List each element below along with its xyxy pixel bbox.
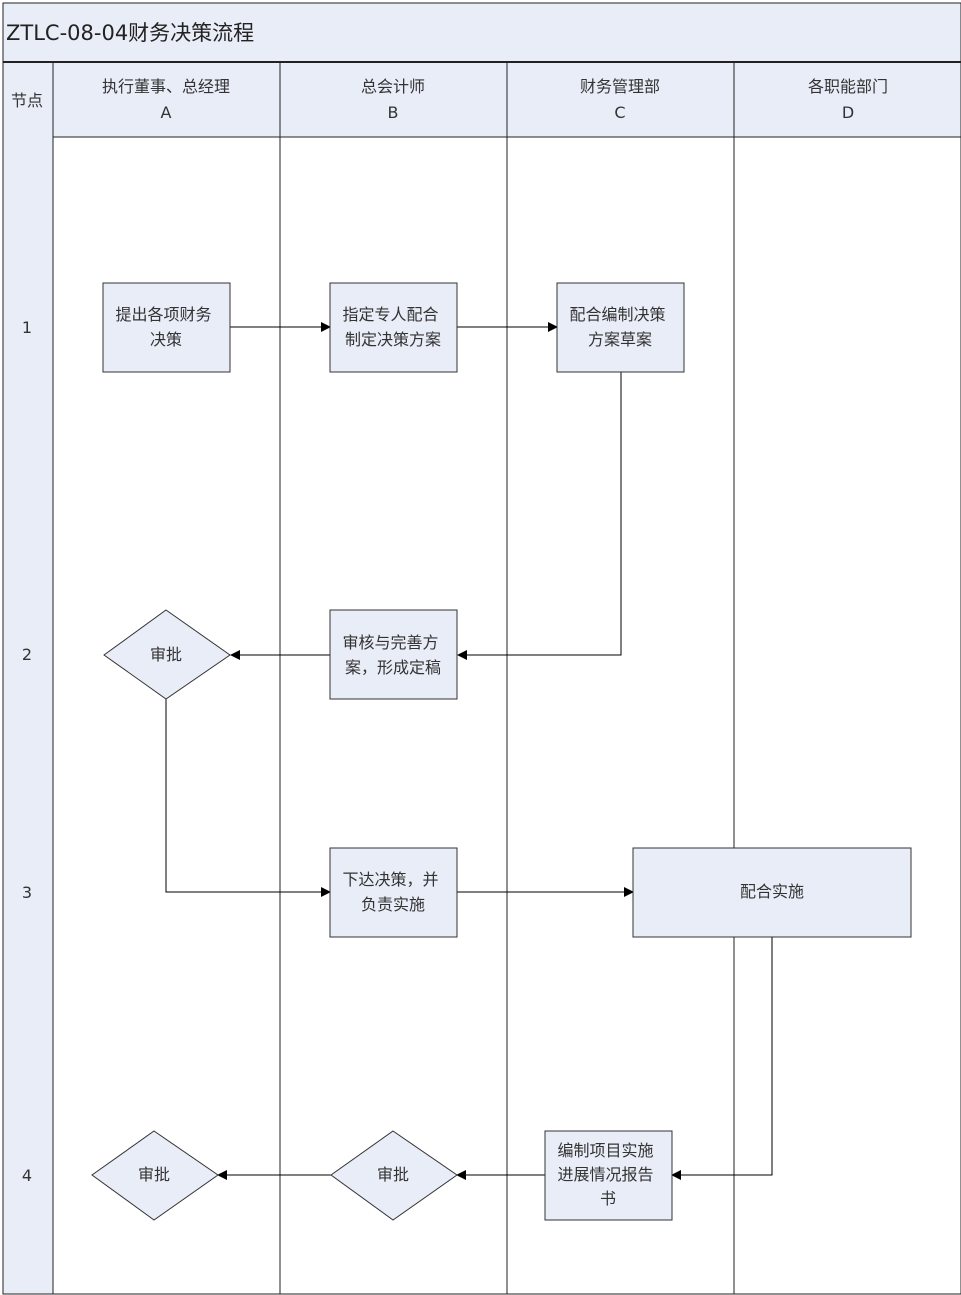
lane-a-name: 执行董事、总经理 <box>102 77 230 96</box>
step-b1-assign-staff: 指定专人配合 制定决策方案 <box>329 282 458 373</box>
step-c4-text: 编制项目实施 进展情况报告 书 <box>557 1141 658 1208</box>
step-a4-text: 审批 <box>138 1165 170 1184</box>
lane-d-code: D <box>842 103 854 122</box>
title-band <box>3 3 961 62</box>
lane-a-code: A <box>161 103 172 122</box>
node-header: 节点 <box>11 91 43 110</box>
header-band <box>3 62 961 137</box>
lane-c-code: C <box>614 103 625 122</box>
lane-b-code: B <box>388 103 399 122</box>
step-b1-text: 指定专人配合 制定决策方案 <box>342 305 443 349</box>
step-c1-text: 配合编制决策 方案草案 <box>569 305 670 349</box>
step-a2-text: 审批 <box>150 645 182 664</box>
lane-d-name: 各职能部门 <box>808 77 888 96</box>
stage-1-label: 1 <box>22 318 32 337</box>
step-a4-approval-diamond: 审批 <box>91 1130 219 1221</box>
stage-2-label: 2 <box>22 645 32 664</box>
lane-b-name: 总会计师 <box>361 77 425 96</box>
step-d3-text: 配合实施 <box>740 882 804 901</box>
arrow-d3-to-c4 <box>671 937 773 1180</box>
step-b3-issue-decision: 下达决策，并 负责实施 <box>329 847 458 938</box>
stage-4-label: 4 <box>22 1166 32 1185</box>
step-c4-progress-report: 编制项目实施 进展情况报告 书 <box>544 1130 673 1221</box>
diagram-title: ZTLC-08-04财务决策流程 <box>6 21 254 45</box>
node-column-band <box>3 137 53 1294</box>
arrow-c1-to-b2 <box>457 372 622 660</box>
step-b4-approval-diamond: 审批 <box>330 1130 458 1221</box>
step-b3-text: 下达决策，并 负责实施 <box>342 870 443 914</box>
step-a1-text: 提出各项财务 决策 <box>115 305 216 349</box>
lane-c-name: 财务管理部 <box>580 77 660 96</box>
step-a2-approval-diamond: 审批 <box>103 609 231 700</box>
step-b2-text: 审核与完善方 案，形成定稿 <box>342 633 443 677</box>
step-a1-propose-decision: 提出各项财务 决策 <box>102 282 231 373</box>
step-c1-draft-plan: 配合编制决策 方案草案 <box>556 282 685 373</box>
step-b2-review-finalize: 审核与完善方 案，形成定稿 <box>329 609 458 700</box>
stage-3-label: 3 <box>22 883 32 902</box>
arrow-a2-to-b3 <box>165 699 331 897</box>
step-b4-text: 审批 <box>377 1165 409 1184</box>
step-d3-cooperate-implement: 配合实施 <box>632 847 912 938</box>
